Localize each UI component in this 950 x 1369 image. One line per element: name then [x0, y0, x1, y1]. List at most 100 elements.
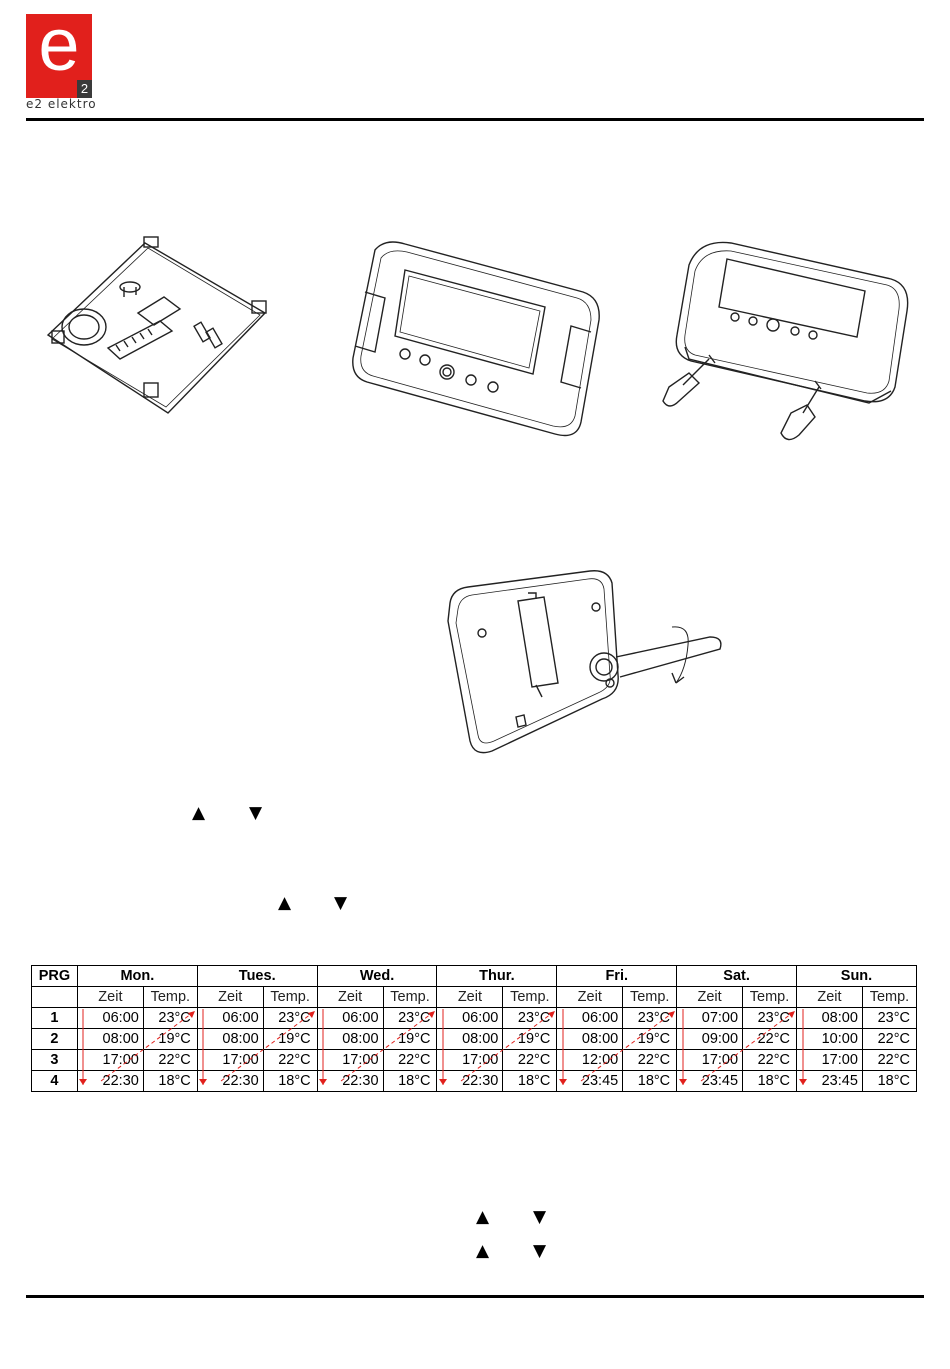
time-cell: 06:00 [196, 1007, 264, 1029]
day-header: Sun. [796, 965, 917, 987]
temp-cell: 23°C [742, 1007, 797, 1029]
time-cell: 22:30 [196, 1070, 264, 1092]
logo-letter: e [38, 3, 80, 86]
triangle-up-icon: ▲ [192, 803, 206, 823]
triangle-up-icon: ▲ [476, 1207, 490, 1227]
time-cell: 06:00 [436, 1007, 504, 1029]
triangle-down-icon: ▼ [533, 1241, 547, 1261]
time-cell: 17:00 [676, 1049, 744, 1071]
time-cell: 06:00 [316, 1007, 384, 1029]
temp-cell: 22°C [142, 1049, 198, 1071]
time-column-header: Zeit [796, 986, 863, 1008]
time-cell: 23:45 [556, 1070, 624, 1092]
temp-cell: 23°C [502, 1007, 558, 1029]
prg-number: 2 [31, 1028, 78, 1050]
temp-cell: 23°C [622, 1007, 678, 1029]
time-cell: 17:00 [316, 1049, 384, 1071]
time-cell: 22:30 [436, 1070, 504, 1092]
prg-number: 3 [31, 1049, 78, 1071]
temp-cell: 22°C [262, 1049, 318, 1071]
prg-number: 4 [31, 1070, 78, 1092]
triangle-down-icon: ▼ [533, 1207, 547, 1227]
temp-cell: 23°C [861, 1007, 918, 1029]
day-header: Fri. [556, 965, 678, 987]
time-cell: 08:00 [796, 1007, 863, 1029]
temp-cell: 19°C [622, 1028, 678, 1050]
time-cell: 08:00 [436, 1028, 504, 1050]
temp-cell: 22°C [861, 1049, 918, 1071]
temp-column-header: Temp. [742, 986, 797, 1008]
thermostat-front-illustration [345, 232, 605, 447]
header-rule [26, 118, 924, 121]
temp-cell: 19°C [142, 1028, 198, 1050]
temp-cell: 18°C [502, 1070, 558, 1092]
time-cell: 12:00 [556, 1049, 624, 1071]
time-cell: 07:00 [676, 1007, 744, 1029]
time-column-header: Zeit [196, 986, 264, 1008]
day-header: Wed. [316, 965, 438, 987]
temp-cell: 23°C [142, 1007, 198, 1029]
temp-cell: 22°C [502, 1049, 558, 1071]
time-cell: 22:30 [316, 1070, 384, 1092]
temp-cell: 18°C [622, 1070, 678, 1092]
day-header: Thur. [436, 965, 558, 987]
temp-column-header: Temp. [382, 986, 438, 1008]
triangle-down-icon: ▼ [334, 893, 348, 913]
time-cell: 08:00 [196, 1028, 264, 1050]
temp-cell: 18°C [861, 1070, 918, 1092]
temp-cell: 18°C [742, 1070, 797, 1092]
time-cell: 17:00 [196, 1049, 264, 1071]
temp-cell: 18°C [382, 1070, 438, 1092]
brand-logo: e 2 [26, 8, 92, 98]
day-header: Tues. [196, 965, 318, 987]
time-cell: 08:00 [556, 1028, 624, 1050]
temp-column-header: Temp. [502, 986, 558, 1008]
temp-cell: 19°C [502, 1028, 558, 1050]
time-cell: 06:00 [76, 1007, 144, 1029]
logo-caption: e2 elektro [26, 97, 97, 111]
logo-superscript: 2 [77, 80, 92, 98]
time-column-header: Zeit [436, 986, 504, 1008]
time-cell: 23:45 [676, 1070, 744, 1092]
temp-cell: 22°C [861, 1028, 918, 1050]
time-cell: 17:00 [76, 1049, 144, 1071]
temp-cell: 23°C [262, 1007, 318, 1029]
temp-cell: 19°C [382, 1028, 438, 1050]
day-header: Sat. [676, 965, 797, 987]
temp-cell: 22°C [622, 1049, 678, 1071]
blank-header [31, 986, 78, 1008]
temp-column-header: Temp. [142, 986, 198, 1008]
time-cell: 06:00 [556, 1007, 624, 1029]
prg-header: PRG [31, 965, 78, 987]
time-column-header: Zeit [556, 986, 624, 1008]
temp-cell: 18°C [262, 1070, 318, 1092]
wall-plate-illustration [40, 235, 280, 420]
time-cell: 09:00 [676, 1028, 744, 1050]
day-header: Mon. [76, 965, 198, 987]
footer-rule [26, 1295, 924, 1298]
triangle-up-icon: ▲ [476, 1241, 490, 1261]
triangle-up-icon: ▲ [278, 893, 292, 913]
temp-column-header: Temp. [262, 986, 318, 1008]
time-column-header: Zeit [76, 986, 144, 1008]
triangle-down-icon: ▼ [249, 803, 263, 823]
thermostat-back-illustration [440, 565, 740, 760]
temp-cell: 23°C [382, 1007, 438, 1029]
time-cell: 08:00 [316, 1028, 384, 1050]
thermostat-screwdriver-illustration [655, 235, 915, 450]
time-cell: 22:30 [76, 1070, 144, 1092]
time-column-header: Zeit [316, 986, 384, 1008]
time-cell: 17:00 [436, 1049, 504, 1071]
time-cell: 08:00 [76, 1028, 144, 1050]
temp-cell: 22°C [382, 1049, 438, 1071]
time-column-header: Zeit [676, 986, 744, 1008]
temp-cell: 22°C [742, 1028, 797, 1050]
temp-column-header: Temp. [861, 986, 918, 1008]
prg-number: 1 [31, 1007, 78, 1029]
temp-cell: 22°C [742, 1049, 797, 1071]
time-cell: 17:00 [796, 1049, 863, 1071]
